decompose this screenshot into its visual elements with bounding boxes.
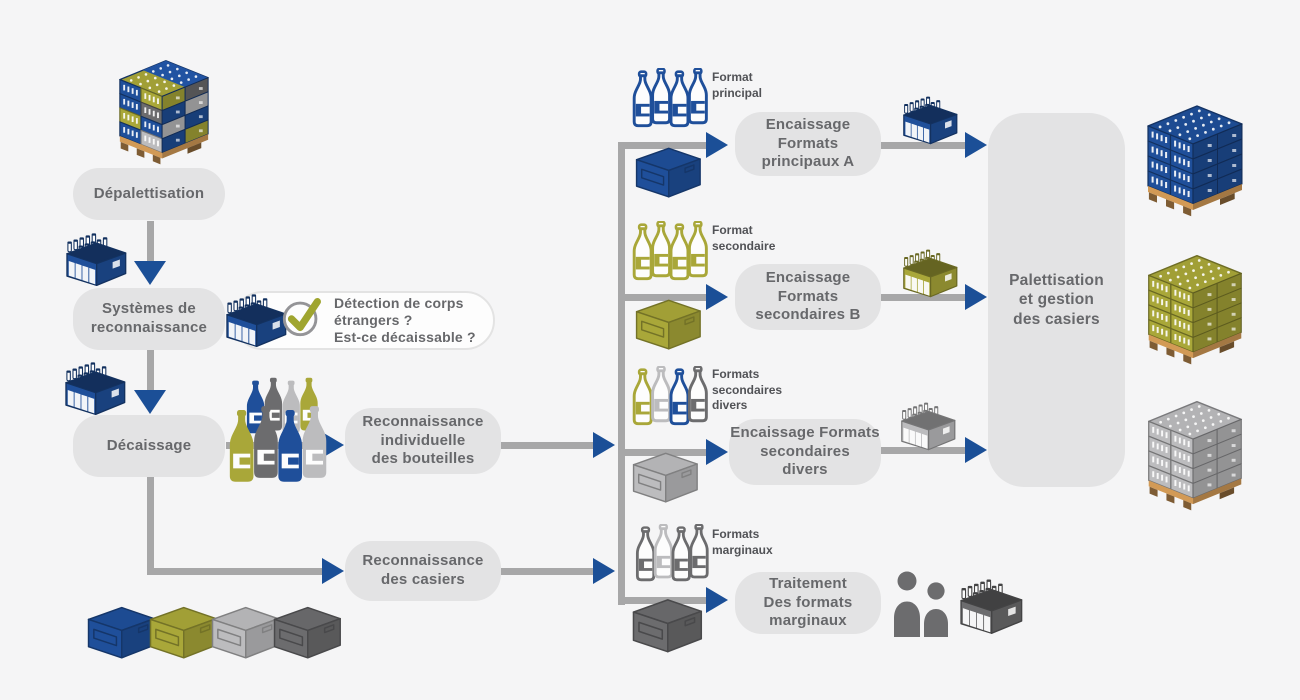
detection-callout-text: Détection de corps étrangers ? Est-ce dé… <box>334 294 476 346</box>
step-systemes-label: Systèmes de reconnaissance <box>90 300 208 336</box>
empty-crate-yellow-icon <box>146 598 220 660</box>
yellow-crate-bottles-icon <box>895 243 965 299</box>
arrowhead-right-icon <box>706 587 728 613</box>
arrowhead-down-icon <box>134 261 166 285</box>
step-encaissage-divers: Encaissage Formats secondaires divers <box>729 419 881 485</box>
encaissage-divers-label: Encaissage Formats secondaires divers <box>730 423 880 479</box>
connector-systemes-to-decaissage <box>146 350 154 392</box>
empty-crate-gray-icon <box>628 444 702 504</box>
arrowhead-right-icon <box>322 558 344 584</box>
blue-crate-bottles-icon <box>58 355 132 417</box>
arrowhead-right-icon <box>593 558 615 584</box>
connector-reco-individuelle-to-dispatch <box>501 441 595 449</box>
mixed-pallet-icon <box>95 42 233 166</box>
loose-bottles-icon <box>226 400 332 492</box>
empty-crate-gray-icon <box>208 598 282 660</box>
step-palettisation: Palettisation et gestion des casiers <box>988 113 1125 487</box>
step-encaissage-secondaires: Encaissage Formats secondaires B <box>735 264 881 330</box>
step-depalettisation-label: Dépalettisation <box>93 184 205 202</box>
checkmark-icon <box>280 293 326 339</box>
arrowhead-right-icon <box>322 432 344 458</box>
arrowhead-right-icon <box>706 132 728 158</box>
empty-crate-dark-icon <box>628 590 706 654</box>
blue-crate-bottles-icon <box>895 90 965 146</box>
palettisation-label: Palettisation et gestion des casiers <box>1009 271 1104 328</box>
step-systemes-reconnaissance: Systèmes de reconnaissance <box>73 288 225 350</box>
gray-pallet-icon <box>1140 382 1250 512</box>
formats-divers-bottles-icon <box>629 366 713 428</box>
format-principal-bottles-icon <box>629 68 713 130</box>
empty-crate-yellow-icon <box>631 291 705 351</box>
formats-marginaux-label: Formats marginaux <box>712 527 773 557</box>
step-reconnaissance-casiers: Reconnaissance des casiers <box>345 541 501 601</box>
blue-crate-bottles-icon <box>60 226 132 288</box>
format-secondaire-bottles-icon <box>629 221 713 283</box>
encaissage-secondaires-label: Encaissage Formats secondaires B <box>755 268 861 324</box>
dark-crate-bottles-icon <box>951 572 1031 636</box>
traitement-marginaux-label: Traitement Des formats marginaux <box>763 574 853 630</box>
step-decaissage-label: Décaissage <box>106 436 192 454</box>
out-line-row2 <box>881 293 967 301</box>
out-line-row1 <box>881 141 967 149</box>
blue-pallet-icon <box>1140 86 1250 218</box>
step-depalettisation: Dépalettisation <box>73 168 225 220</box>
format-principal-label: Format principal <box>712 70 763 100</box>
step-reco-individuelle-label: Reconnaissance individuelle des bouteill… <box>362 412 484 468</box>
arrowhead-right-icon <box>965 284 987 310</box>
branch-line-row3 <box>620 448 708 456</box>
step-traitement-marginaux: Traitement Des formats marginaux <box>735 572 881 634</box>
gray-crate-bottles-icon <box>893 396 963 452</box>
arrowhead-right-icon <box>965 132 987 158</box>
step-reconnaissance-individuelle: Reconnaissance individuelle des bouteill… <box>345 408 501 474</box>
step-reco-casiers-label: Reconnaissance des casiers <box>362 552 484 588</box>
arrowhead-right-icon <box>593 432 615 458</box>
formats-divers-label: Formats secondaires divers <box>712 367 783 413</box>
yellow-pallet-icon <box>1140 236 1250 366</box>
empty-crate-blue-icon <box>84 598 158 660</box>
formats-marginaux-bottles-icon <box>631 524 715 584</box>
arrowhead-right-icon <box>706 284 728 310</box>
step-decaissage: Décaissage <box>73 415 225 477</box>
workers-icon <box>892 571 956 637</box>
branch-line-row1 <box>620 141 708 149</box>
connector-depal-to-systemes <box>146 221 154 262</box>
branch-line-row2 <box>620 293 708 301</box>
empty-crate-blue-icon <box>631 139 705 199</box>
connector-reco-casiers-to-dispatch <box>501 567 595 575</box>
empty-crate-dark-icon <box>270 598 344 660</box>
arrowhead-right-icon <box>706 439 728 465</box>
connector-elbow-to-reco-casiers <box>146 567 325 575</box>
callout-crate-icon <box>219 287 293 349</box>
arrowhead-right-icon <box>965 437 987 463</box>
step-encaissage-principaux: Encaissage Formats principaux A <box>735 112 881 176</box>
dispatch-trunk-line <box>617 141 625 605</box>
out-line-row3 <box>881 446 967 454</box>
encaissage-principaux-label: Encaissage Formats principaux A <box>761 115 855 171</box>
connector-decaissage-down <box>146 477 154 575</box>
format-secondaire-label: Format secondaire <box>712 223 776 253</box>
arrowhead-down-icon <box>134 390 166 414</box>
